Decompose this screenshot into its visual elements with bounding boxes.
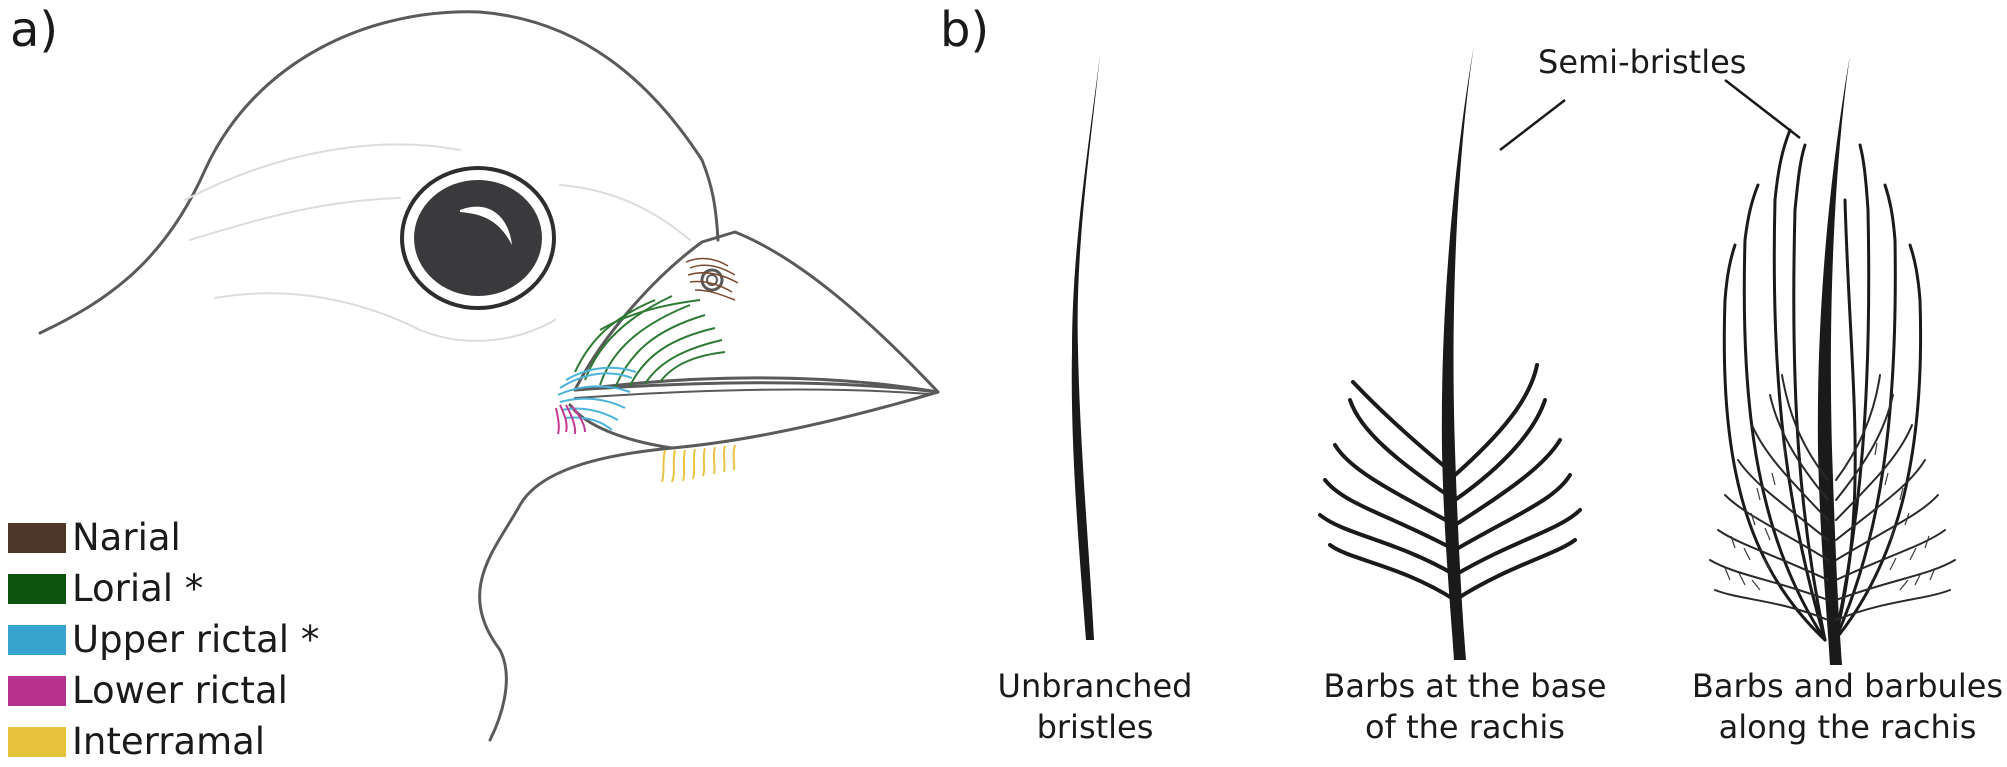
legend: Narial Lorial * Upper rictal * Lower ric… (8, 512, 319, 767)
lower-rictal-bristles (555, 404, 586, 435)
legend-label: Interramal (72, 719, 266, 763)
legend-item-lower-rictal: Lower rictal (8, 665, 319, 716)
legend-item-interramal: Interramal (8, 716, 319, 767)
lower-mandible (568, 381, 940, 450)
caption-line: Unbranched (997, 667, 1193, 705)
unbranched-bristle-drawing (1071, 55, 1100, 640)
legend-item-upper-rictal: Upper rictal * (8, 614, 319, 665)
upper-mandible (573, 230, 940, 394)
head-pattern-lines (184, 143, 691, 342)
legend-item-lorial: Lorial * (8, 563, 319, 614)
gape-line (574, 388, 931, 399)
caption-barbs-and-barbules: Barbs and barbules along the rachis (1690, 666, 2005, 748)
pennaceous-feather-drawing (1709, 55, 1956, 665)
legend-swatch-lorial (8, 573, 66, 604)
head-outline (38, 10, 720, 335)
panel-label-a: a) (10, 2, 59, 58)
caption-line: of the rachis (1365, 708, 1565, 746)
legend-label: Narial (72, 515, 181, 559)
caption-basal-barbs: Barbs at the base of the rachis (1315, 666, 1615, 748)
interramal-bristles (661, 444, 736, 483)
bird-head-drawing (38, 10, 940, 742)
narial-bristles (685, 257, 739, 301)
nostril (700, 268, 724, 292)
eye (400, 166, 556, 310)
legend-label: Lower rictal (72, 668, 288, 712)
legend-label: Upper rictal * (72, 617, 320, 661)
caption-line: Barbs at the base (1323, 667, 1607, 705)
legend-swatch-lower-rictal (8, 675, 66, 706)
legend-item-narial: Narial (8, 512, 319, 563)
semi-bristles-pointers (1499, 79, 1801, 151)
basal-barbs-feather-drawing (1318, 45, 1582, 660)
legend-swatch-narial (8, 522, 66, 553)
throat-outline (478, 446, 674, 742)
panel-label-b: b) (940, 2, 990, 58)
caption-line: Barbs and barbules (1691, 667, 2004, 705)
semi-bristles-annotation: Semi-bristles (1538, 43, 1747, 81)
caption-line: along the rachis (1718, 708, 1977, 746)
caption-unbranched-bristles: Unbranched bristles (990, 666, 1200, 748)
legend-swatch-interramal (8, 726, 66, 757)
legend-swatch-upper-rictal (8, 624, 66, 655)
upper-rictal-bristles (557, 366, 637, 431)
caption-line: bristles (1036, 708, 1154, 746)
legend-label: Lorial * (72, 566, 204, 610)
